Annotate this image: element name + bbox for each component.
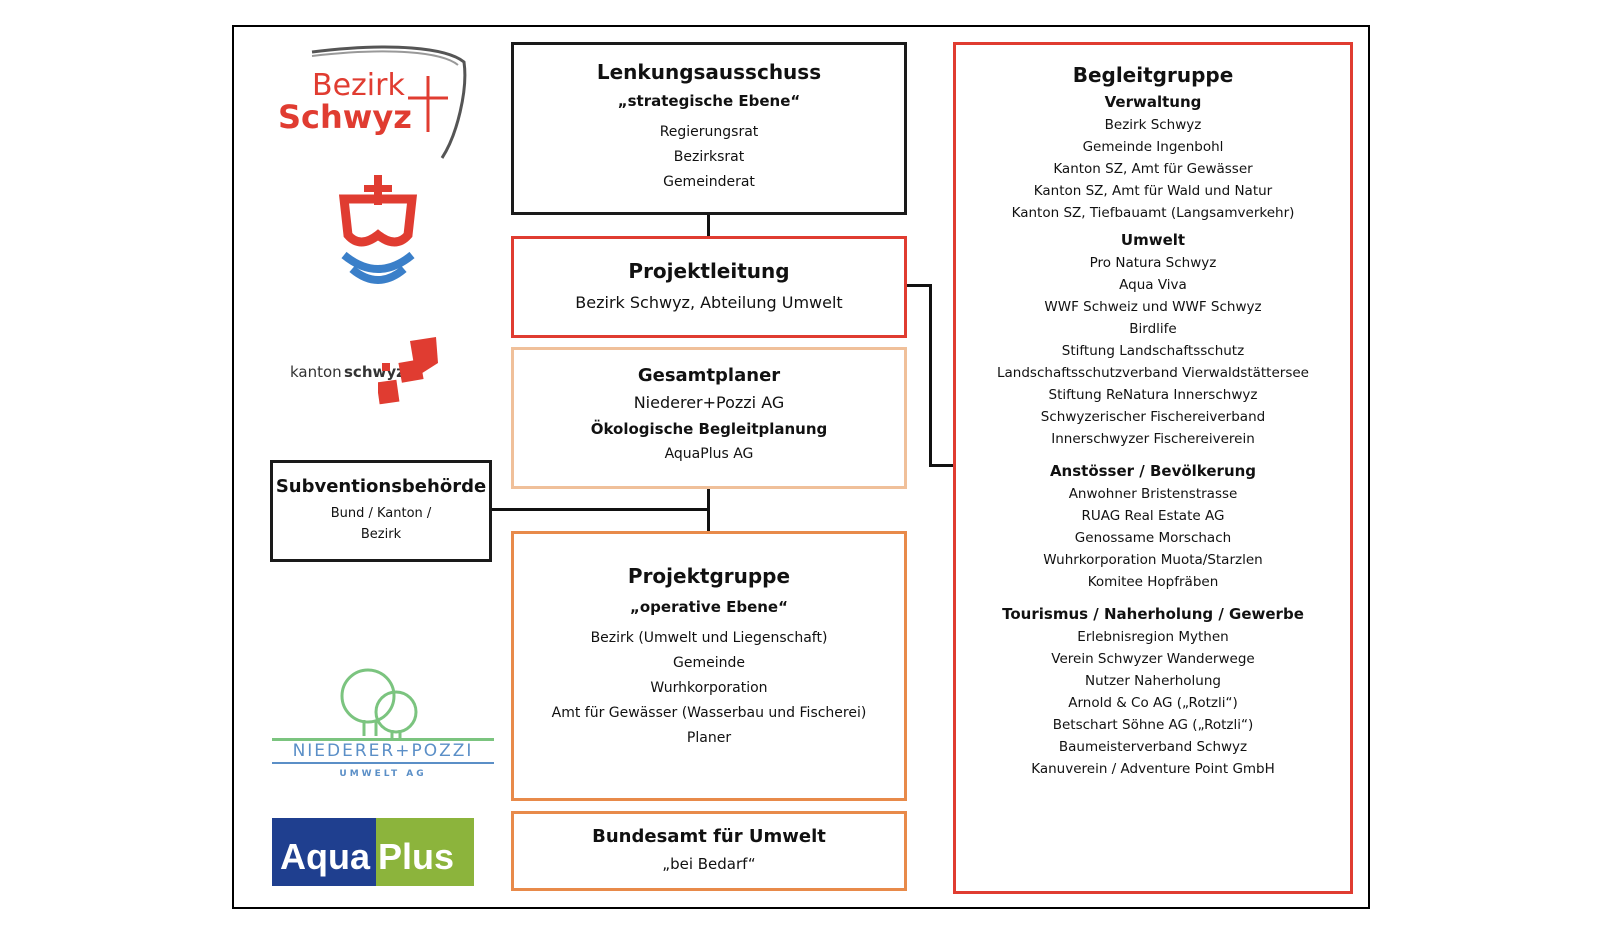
schwyz-text: Schwyz bbox=[278, 98, 412, 136]
niederer-pozzi-text: NIEDERER+POZZI bbox=[293, 741, 474, 761]
projektgruppe-member: Wurhkorporation bbox=[650, 680, 768, 696]
projektgruppe-box: Projektgruppe „operative Ebene“ Bezirk (… bbox=[511, 531, 907, 801]
projektgruppe-member: Planer bbox=[686, 730, 732, 746]
projektgruppe-title: Projektgruppe bbox=[627, 564, 791, 588]
begleitgruppe-item: Komitee Hopfräben bbox=[1087, 574, 1219, 590]
bafu-subtitle: „bei Bedarf“ bbox=[662, 855, 756, 873]
aquaplus-logo: Aqua Plus bbox=[272, 818, 474, 886]
begleitgruppe-item: WWF Schweiz und WWF Schwyz bbox=[1044, 299, 1262, 315]
umwelt-ag-text: UMWELT AG bbox=[339, 769, 426, 779]
projektleitung-member: Bezirk Schwyz, Abteilung Umwelt bbox=[575, 293, 843, 312]
begleitgruppe-item: Baumeisterverband Schwyz bbox=[1058, 739, 1248, 755]
lenkungsausschuss-box: Lenkungsausschuss „strategische Ebene“ R… bbox=[511, 42, 907, 215]
bezirk-text: Bezirk bbox=[312, 68, 405, 103]
begleitgruppe-group-heading: Tourismus / Naherholung / Gewerbe bbox=[1002, 605, 1304, 623]
bezirk-schwyz-logo: Bezirk Schwyz bbox=[278, 45, 467, 159]
begleitgruppe-item: Arnold & Co AG („Rotzli“) bbox=[1068, 695, 1238, 711]
kanton-schwyz-logo: kanton schwyz bbox=[290, 337, 450, 412]
lenkungsausschuss-member: Gemeinderat bbox=[663, 174, 755, 190]
projektgruppe-member: Bezirk (Umwelt und Liegenschaft) bbox=[590, 630, 828, 646]
projektgruppe-member: Amt für Gewässer (Wasserbau und Fischere… bbox=[551, 705, 867, 721]
lenkungsausschuss-title: Lenkungsausschuss bbox=[596, 60, 822, 84]
begleitgruppe-item: Aqua Viva bbox=[1119, 277, 1187, 293]
lenkungsausschuss-member: Bezirksrat bbox=[673, 149, 745, 165]
begleitgruppe-item: RUAG Real Estate AG bbox=[1081, 508, 1225, 524]
connector-beg-v bbox=[929, 284, 932, 466]
diagram-frame bbox=[232, 25, 1370, 909]
lenkungsausschuss-subtitle: „strategische Ebene“ bbox=[617, 92, 801, 110]
begleitgruppe-item: Wuhrkorporation Muota/Starzlen bbox=[1043, 552, 1263, 568]
begleitgruppe-item: Stiftung ReNatura Innerschwyz bbox=[1048, 387, 1258, 403]
aqua-text: Aqua bbox=[280, 836, 370, 877]
begleitgruppe-item: Erlebnisregion Mythen bbox=[1077, 629, 1229, 645]
subventionsbehoerde-line: Bund / Kanton / bbox=[330, 506, 432, 521]
gesamtplaner-title: Gesamtplaner bbox=[637, 365, 781, 386]
begleitgruppe-group-heading: Umwelt bbox=[1120, 231, 1186, 249]
begleitgruppe-item: Kanuverein / Adventure Point GmbH bbox=[1031, 761, 1275, 777]
begleitgruppe-item: Kanton SZ, Amt für Wald und Natur bbox=[1033, 183, 1273, 199]
connector-lenk-pl bbox=[707, 215, 710, 236]
begleitgruppe-group-heading: Anstösser / Bevölkerung bbox=[1049, 462, 1257, 480]
niederer-pozzi-logo: NIEDERER+POZZI UMWELT AG bbox=[272, 668, 494, 779]
projektgruppe-subtitle: „operative Ebene“ bbox=[630, 598, 788, 616]
lenkungsausschuss-member: Regierungsrat bbox=[659, 124, 759, 140]
begleitgruppe-item: Gemeinde Ingenbohl bbox=[1082, 139, 1224, 155]
connector-beg-h2 bbox=[929, 464, 953, 467]
begleitgruppe-item: Stiftung Landschaftsschutz bbox=[1061, 343, 1245, 359]
begleitgruppe-item: Anwohner Bristenstrasse bbox=[1068, 486, 1238, 502]
connector-subv bbox=[492, 508, 710, 511]
bafu-title: Bundesamt für Umwelt bbox=[592, 826, 826, 847]
begleitgruppe-item: Kanton SZ, Tiefbauamt (Langsamverkehr) bbox=[1011, 205, 1295, 221]
begleitgruppe-item: Nutzer Naherholung bbox=[1085, 673, 1221, 689]
subventionsbehoerde-line: Bezirk bbox=[360, 527, 402, 542]
begleitgruppe-item: Innerschwyzer Fischereiverein bbox=[1051, 431, 1255, 447]
connector-beg-h1 bbox=[907, 284, 932, 287]
plus-text: Plus bbox=[378, 836, 455, 877]
begleitgruppe-item: Pro Natura Schwyz bbox=[1089, 255, 1217, 271]
kanton-text: kanton bbox=[290, 363, 342, 381]
begleitgruppe-item: Schwyzerischer Fischereiverband bbox=[1040, 409, 1266, 425]
gesamtplaner-member2: AquaPlus AG bbox=[664, 446, 754, 462]
bafu-box: Bundesamt für Umwelt „bei Bedarf“ bbox=[511, 811, 907, 891]
begleitgruppe-item: Betschart Söhne AG („Rotzli“) bbox=[1052, 717, 1254, 733]
projektgruppe-member: Gemeinde bbox=[673, 655, 745, 671]
projektleitung-box: Projektleitung Bezirk Schwyz, Abteilung … bbox=[511, 236, 907, 338]
begleitgruppe-title: Begleitgruppe bbox=[1072, 63, 1234, 87]
begleitgruppe-group-heading: Verwaltung bbox=[1104, 93, 1202, 111]
subventionsbehoerde-box: Subventionsbehörde Bund / Kanton / Bezir… bbox=[270, 460, 492, 562]
gemeinde-ingenbohl-logo bbox=[338, 175, 418, 284]
subventionsbehoerde-title: Subventionsbehörde bbox=[275, 476, 487, 497]
begleitgruppe-item: Genossame Morschach bbox=[1074, 530, 1232, 546]
gesamtplaner-subtitle: Ökologische Begleitplanung bbox=[590, 420, 828, 438]
begleitgruppe-item: Landschaftsschutzverband Vierwaldstätter… bbox=[997, 365, 1309, 381]
gesamtplaner-member: Niederer+Pozzi AG bbox=[633, 393, 785, 412]
kanton-flag-icon bbox=[378, 337, 438, 405]
begleitgruppe-item: Bezirk Schwyz bbox=[1104, 117, 1202, 133]
gesamtplaner-box: Gesamtplaner Niederer+Pozzi AG Ökologisc… bbox=[511, 347, 907, 489]
projektleitung-title: Projektleitung bbox=[628, 259, 790, 283]
begleitgruppe-item: Birdlife bbox=[1129, 321, 1177, 337]
begleitgruppe-item: Verein Schwyzer Wanderwege bbox=[1051, 651, 1255, 667]
begleitgruppe-item: Kanton SZ, Amt für Gewässer bbox=[1053, 161, 1253, 177]
